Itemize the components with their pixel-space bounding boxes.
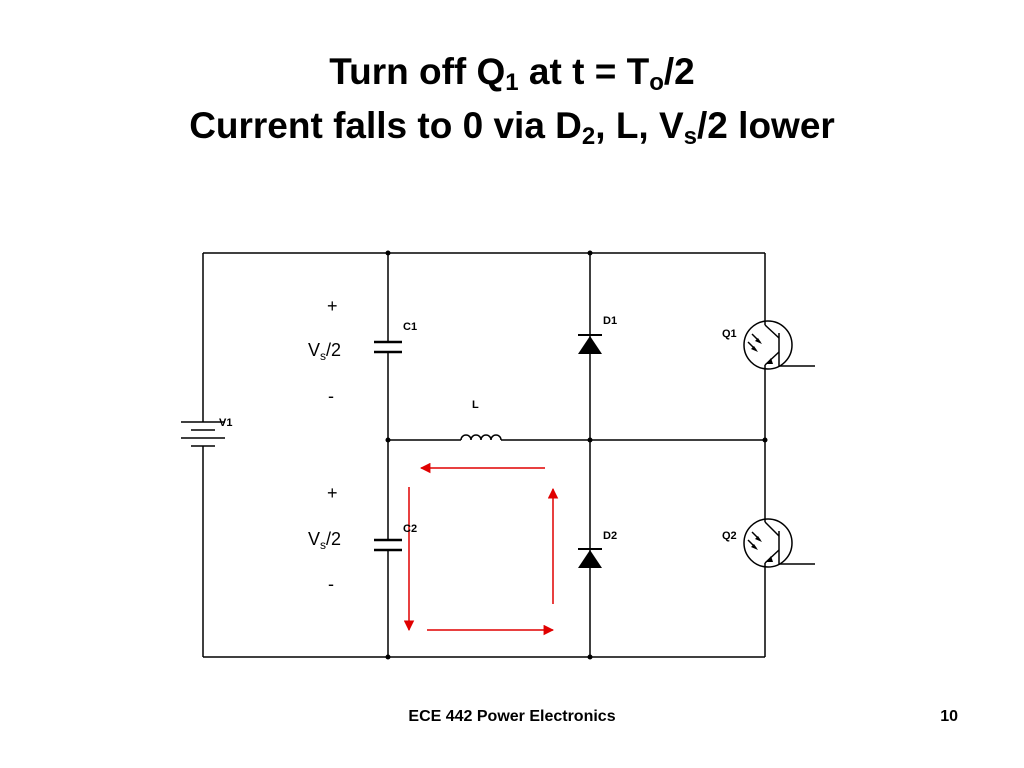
- junction-dot: [587, 437, 593, 443]
- capacitor-c1-icon: [374, 340, 402, 354]
- label-l: L: [472, 399, 479, 411]
- junction-dots: [385, 250, 768, 660]
- junction-dot: [587, 654, 593, 660]
- label-q2: Q2: [722, 530, 737, 542]
- page-number: 10: [940, 708, 958, 725]
- title-text: , L, V: [595, 105, 684, 146]
- junction-dot: [385, 654, 391, 660]
- title-subscript: 2: [581, 123, 596, 150]
- title-text: Current falls to 0 via D: [189, 105, 582, 146]
- title-text: at t = T: [518, 51, 650, 92]
- footer-course-title: ECE 442 Power Electronics: [408, 708, 616, 725]
- label-q1: Q1: [722, 328, 737, 340]
- title-subscript: s: [683, 123, 698, 150]
- c1-plus-sign: +: [327, 296, 338, 316]
- slide-title-line-1: Turn off Q1 at t = To/2: [0, 50, 1024, 96]
- inductor-l-icon: [460, 434, 502, 441]
- battery-v1-icon: [181, 421, 225, 454]
- title-text: /2: [663, 51, 695, 92]
- junction-dot: [762, 437, 768, 443]
- circuit-wires: [202, 252, 766, 658]
- diode-d2-icon: [578, 548, 602, 568]
- c2-minus-sign: -: [328, 574, 334, 594]
- label-c1: C1: [403, 321, 417, 333]
- c2-plus-sign: +: [327, 483, 338, 503]
- title-subscript: o: [649, 69, 664, 96]
- c2-voltage-label: Vs/2: [308, 529, 341, 552]
- transistor-q1-icon: [743, 318, 815, 372]
- junction-dot: [385, 437, 391, 443]
- title-text: /2 lower: [697, 105, 835, 146]
- title-subscript: 1: [505, 69, 519, 96]
- transistor-q2-icon: [743, 515, 815, 570]
- junction-dot: [587, 250, 593, 256]
- slide-title-line-2: Current falls to 0 via D2, L, Vs/2 lower: [0, 104, 1024, 150]
- title-text: Turn off Q: [329, 51, 506, 92]
- diode-d1-icon: [578, 334, 602, 354]
- junction-dot: [385, 250, 391, 256]
- label-d2: D2: [603, 530, 617, 542]
- label-c2: C2: [403, 523, 417, 535]
- q1-light-arrows: [751, 338, 773, 364]
- q2-light-arrows: [751, 536, 773, 562]
- c1-minus-sign: -: [328, 386, 334, 406]
- label-d1: D1: [603, 315, 617, 327]
- c1-voltage-label: Vs/2: [308, 340, 341, 363]
- capacitor-c2-icon: [374, 538, 402, 552]
- current-path-arrows: [403, 462, 559, 636]
- label-v1: V1: [219, 417, 232, 429]
